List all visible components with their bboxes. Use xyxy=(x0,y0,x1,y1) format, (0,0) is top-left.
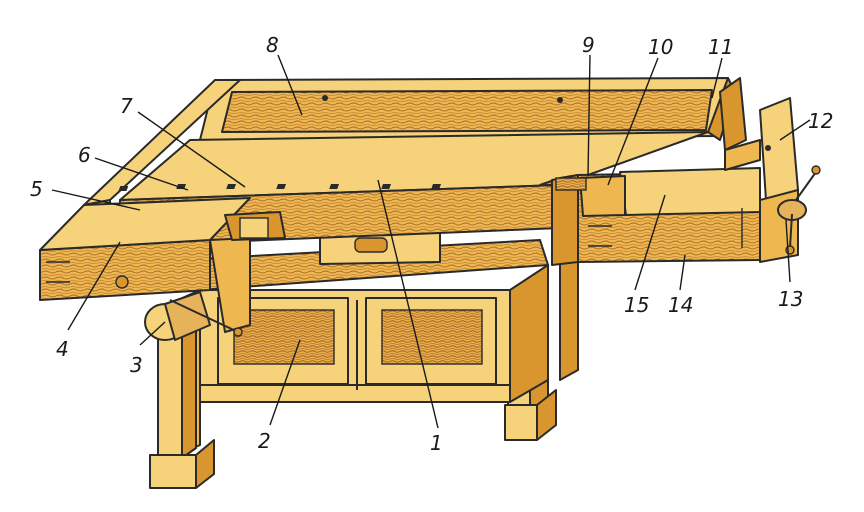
callout-5: 5 xyxy=(30,177,43,201)
callout-13: 13 xyxy=(778,287,803,311)
callout-9: 9 xyxy=(582,33,595,57)
callout-3: 3 xyxy=(130,353,143,377)
callout-4: 4 xyxy=(56,337,69,361)
callout-11: 11 xyxy=(708,35,733,59)
callout-7: 7 xyxy=(120,94,133,118)
callout-1: 1 xyxy=(430,431,443,455)
callout-12: 12 xyxy=(808,109,833,133)
callout-6: 6 xyxy=(78,143,91,167)
callout-15: 15 xyxy=(624,293,649,317)
callout-10: 10 xyxy=(648,35,673,59)
tail-vise xyxy=(551,77,821,266)
bench-dog-holes xyxy=(118,184,442,191)
callout-8: 8 xyxy=(266,33,279,57)
front-vise xyxy=(144,211,286,341)
callout-labels: 1 2 3 4 5 6 7 8 9 10 11 12 13 14 15 xyxy=(30,33,833,455)
callout-14: 14 xyxy=(668,293,693,317)
leader-lines xyxy=(51,54,811,429)
callout-2: 2 xyxy=(258,429,271,453)
